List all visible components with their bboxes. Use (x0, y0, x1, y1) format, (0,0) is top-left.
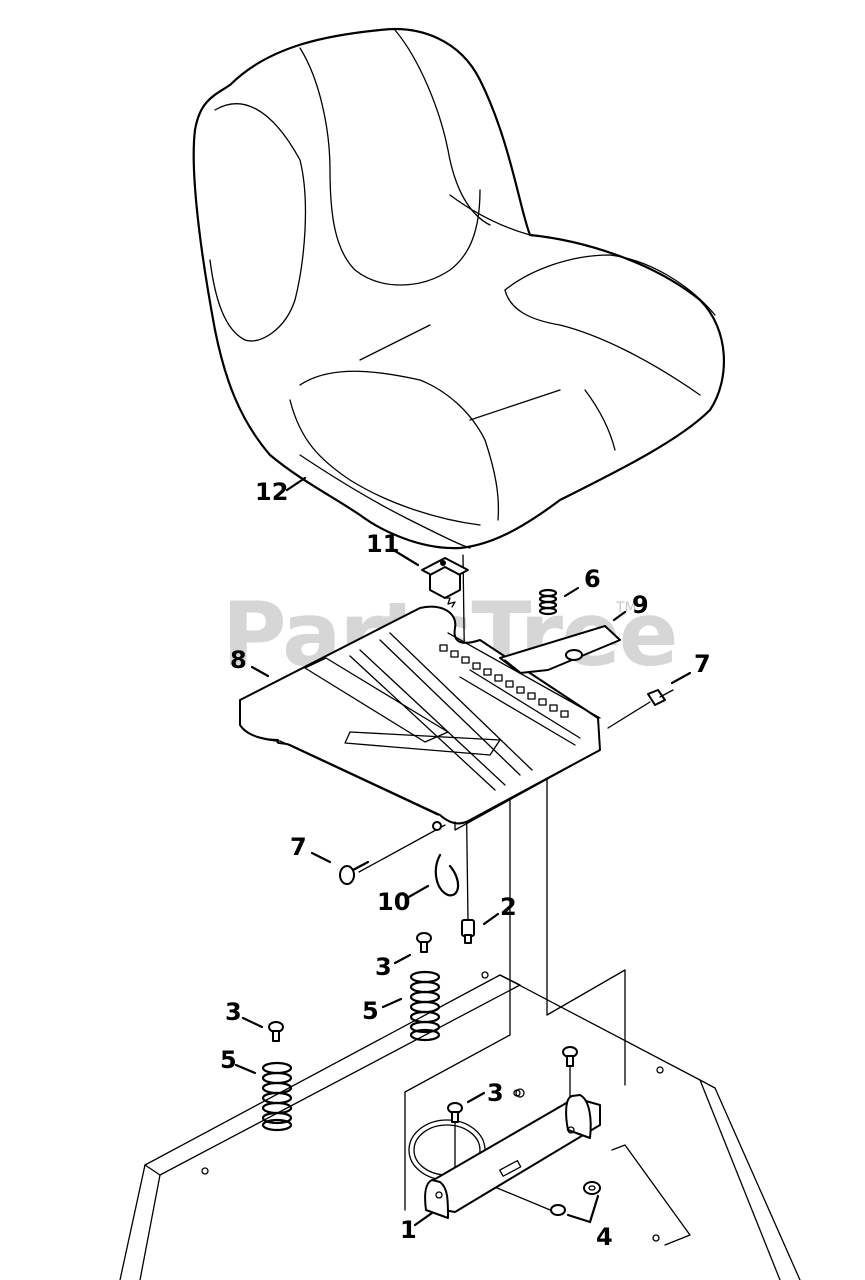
callout-3-lower: 3 (225, 998, 242, 1026)
callout-labels: 12 11 6 9 8 7 7 10 2 3 5 3 5 3 1 4 (220, 478, 711, 1251)
adjustment-slots (439, 644, 569, 718)
leader-lines (234, 476, 692, 1227)
bolt-3-upper (416, 932, 432, 953)
latch-plate (499, 625, 621, 674)
watermark-trademark: TM (615, 600, 637, 616)
callout-11: 11 (366, 530, 399, 558)
callout-9: 9 (632, 591, 649, 619)
bolt-7-right (647, 689, 674, 706)
callout-5-lower: 5 (220, 1046, 237, 1074)
assembly-lines (358, 554, 651, 1213)
nuts (550, 1181, 601, 1216)
callout-6: 6 (584, 565, 601, 593)
callout-3-bracket: 3 (487, 1079, 504, 1107)
mounting-bracket (424, 1089, 601, 1219)
bolt-7-left (339, 860, 370, 885)
callout-2: 2 (500, 893, 517, 921)
bolt-bracket-right (562, 1046, 578, 1067)
spring-5-upper (409, 970, 441, 1042)
callout-3-upper: 3 (375, 953, 392, 981)
callout-7-right: 7 (694, 650, 711, 678)
bolt-2 (461, 919, 475, 944)
callout-5-upper: 5 (362, 997, 379, 1025)
callout-7-left: 7 (290, 833, 307, 861)
small-spring (538, 588, 558, 616)
callout-8: 8 (230, 646, 247, 674)
callout-1: 1 (400, 1216, 417, 1244)
hook (434, 853, 460, 897)
callout-10: 10 (377, 888, 410, 916)
seat-switch (421, 557, 469, 608)
fender-deck (119, 971, 801, 1280)
callout-4: 4 (596, 1223, 613, 1251)
seat (192, 28, 725, 550)
spring-5-lower (261, 1061, 293, 1132)
bolt-3-bracket (447, 1102, 463, 1123)
bolt-3-lower (268, 1021, 284, 1042)
callout-12: 12 (255, 478, 288, 506)
